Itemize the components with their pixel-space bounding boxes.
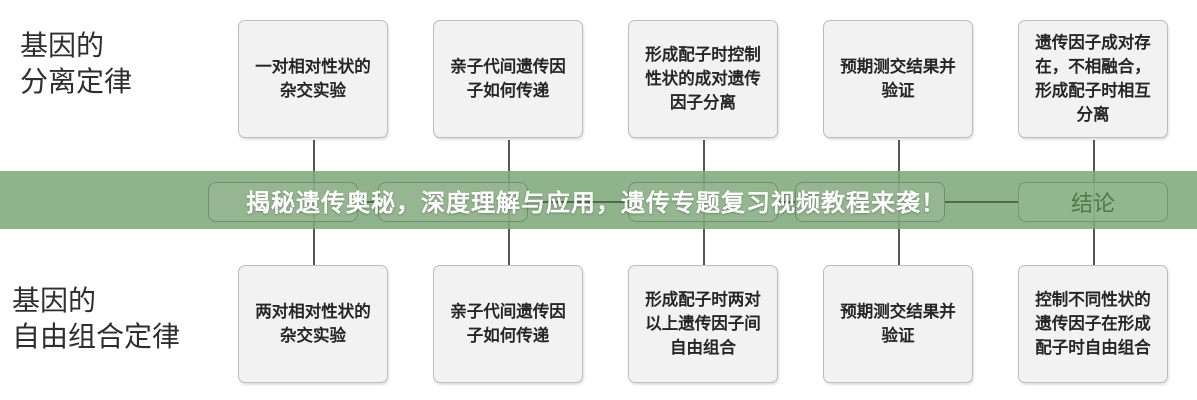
banner-headline: 揭秘遗传奥秘，深度理解与应用，遗传专题复习视频教程来袭！ — [0, 171, 1197, 229]
arrow-line — [528, 201, 628, 203]
step-box-row2-4: 预期测交结果并验证 — [823, 265, 973, 383]
step-box-row2-3: 形成配子时两对以上遗传因子间自由组合 — [628, 265, 778, 383]
middle-box — [795, 182, 945, 222]
banner-headline-text: 揭秘遗传奥秘，深度理解与应用，遗传专题复习视频教程来袭！ — [246, 188, 946, 217]
step-box-row1-4: 预期测交结果并验证 — [823, 20, 973, 138]
arrow-line — [358, 201, 378, 203]
step-box-row2-5: 控制不同性状的遗传因子在形成配子时自由组合 — [1018, 265, 1168, 383]
step-box-row1-5: 遗传因子成对存在，不相融合，形成配子时相互分离 — [1018, 20, 1168, 138]
middle-box — [208, 182, 358, 222]
step-box-row2-2: 亲子代间遗传因子如何传递 — [433, 265, 583, 383]
step-box-row1-2: 亲子代间遗传因子如何传递 — [433, 20, 583, 138]
middle-box — [378, 182, 528, 222]
arrow-line — [945, 201, 1018, 203]
step-box-row1-1: 一对相对性状的杂交实验 — [238, 20, 388, 138]
arrow-line — [778, 201, 795, 203]
title-banner — [0, 171, 1197, 229]
conclusion-box: 结论 — [1018, 182, 1168, 222]
row-title-independent-assortment-law: 基因的 自由组合定律 — [12, 284, 181, 353]
row-title-segregation-law: 基因的 分离定律 — [20, 29, 133, 98]
middle-box — [628, 182, 778, 222]
step-box-row2-1: 两对相对性状的杂交实验 — [238, 265, 388, 383]
step-box-row1-3: 形成配子时控制性状的成对遗传因子分离 — [628, 20, 778, 138]
